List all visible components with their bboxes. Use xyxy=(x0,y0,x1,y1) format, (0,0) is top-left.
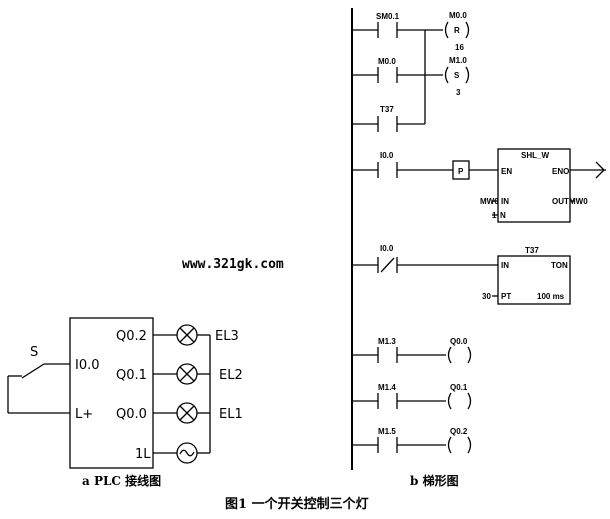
shl-w-out-val: MW0 xyxy=(569,197,588,206)
coil-r-addr: M0.0 xyxy=(449,11,467,20)
plc-box xyxy=(69,317,154,469)
switch-s: S xyxy=(7,345,70,414)
contact-m13-label: M1.3 xyxy=(378,337,396,346)
rung-4: M1.3 Q0.0 xyxy=(352,337,472,364)
shl-w-in-label: IN xyxy=(501,197,509,206)
output-q01-label: Q0.1 xyxy=(116,368,147,383)
rung-1: SM0.1 M0.0 T37 R M0.0 16 S M1.0 3 xyxy=(352,11,470,132)
coil-r-count: 16 xyxy=(455,43,464,52)
coil-q00-label: Q0.0 xyxy=(450,337,468,346)
plc-caption: a PLC 接线图 xyxy=(82,473,161,488)
ton-type: TON xyxy=(551,261,568,270)
shl-w-in-val: MW0 xyxy=(480,197,499,206)
figure-title: 图1 一个开关控制三个灯 xyxy=(225,496,369,512)
contact-t37-label: T37 xyxy=(380,105,394,114)
watermark-text: www.321gk.com xyxy=(182,257,284,272)
lamp-el3-label: EL3 xyxy=(215,329,239,344)
shl-w-n-val: 1 xyxy=(492,211,497,220)
rung-2: I0.0 P SHL_W EN ENO MW0 IN 1 N OUT MW0 xyxy=(352,148,606,223)
coil-q01-label: Q0.1 xyxy=(450,383,468,392)
shl-w-out-label: OUT xyxy=(552,197,569,206)
lamp-el1 xyxy=(153,402,210,424)
ton-resolution: 100 ms xyxy=(537,292,565,301)
input-i00-label: I0.0 xyxy=(75,358,100,373)
shl-w-en: EN xyxy=(501,167,512,176)
ac-source-icon xyxy=(153,442,210,464)
ton-block xyxy=(497,255,571,305)
shl-w-n-label: N xyxy=(500,211,506,220)
rung-3: I0.0 T37 IN TON 30 PT 100 ms xyxy=(352,244,571,305)
ton-name: T37 xyxy=(525,246,539,255)
output-arrow-icon xyxy=(595,161,605,179)
contact-m14-label: M1.4 xyxy=(378,383,396,392)
edge-p-label: P xyxy=(458,167,464,176)
shl-w-eno: ENO xyxy=(552,167,569,176)
output-q02-label: Q0.2 xyxy=(116,329,147,344)
shl-w-name: SHL_W xyxy=(521,151,549,160)
contact-i00-label: I0.0 xyxy=(380,151,394,160)
lamp-el1-label: EL1 xyxy=(219,407,243,422)
switch-label: S xyxy=(30,345,38,360)
output-1l-label: 1L xyxy=(135,447,151,462)
ton-in-label: IN xyxy=(501,261,509,270)
coil-s-count: 3 xyxy=(456,88,461,97)
coil-s-addr: M1.0 xyxy=(449,56,467,65)
contact-m00-label: M0.0 xyxy=(378,57,396,66)
coil-r-type: R xyxy=(454,26,460,35)
lamp-el2 xyxy=(153,363,210,385)
rung-5: M1.4 Q0.1 xyxy=(352,383,472,410)
output-q00-label: Q0.0 xyxy=(116,407,147,422)
ladder-diagram: SM0.1 M0.0 T37 R M0.0 16 S M1.0 3 xyxy=(351,8,606,488)
input-lplus-label: L+ xyxy=(75,407,93,422)
coil-s-type: S xyxy=(454,71,460,80)
contact-m15-label: M1.5 xyxy=(378,427,396,436)
ton-pt-label: PT xyxy=(501,292,511,301)
ladder-caption: b 梯形图 xyxy=(410,473,459,488)
contact-i00-nc-label: I0.0 xyxy=(380,244,394,253)
lamp-el3 xyxy=(153,324,210,346)
shl-w-block xyxy=(497,148,571,223)
contact-sm01-label: SM0.1 xyxy=(376,12,400,21)
coil-q02-label: Q0.2 xyxy=(450,427,468,436)
lamp-el2-label: EL2 xyxy=(219,368,243,383)
rung-6: M1.5 Q0.2 xyxy=(352,427,472,454)
plc-wiring-diagram: I0.0 L+ Q0.2 Q0.1 Q0.0 1L S xyxy=(7,317,243,488)
ton-pt-val: 30 xyxy=(482,292,491,301)
